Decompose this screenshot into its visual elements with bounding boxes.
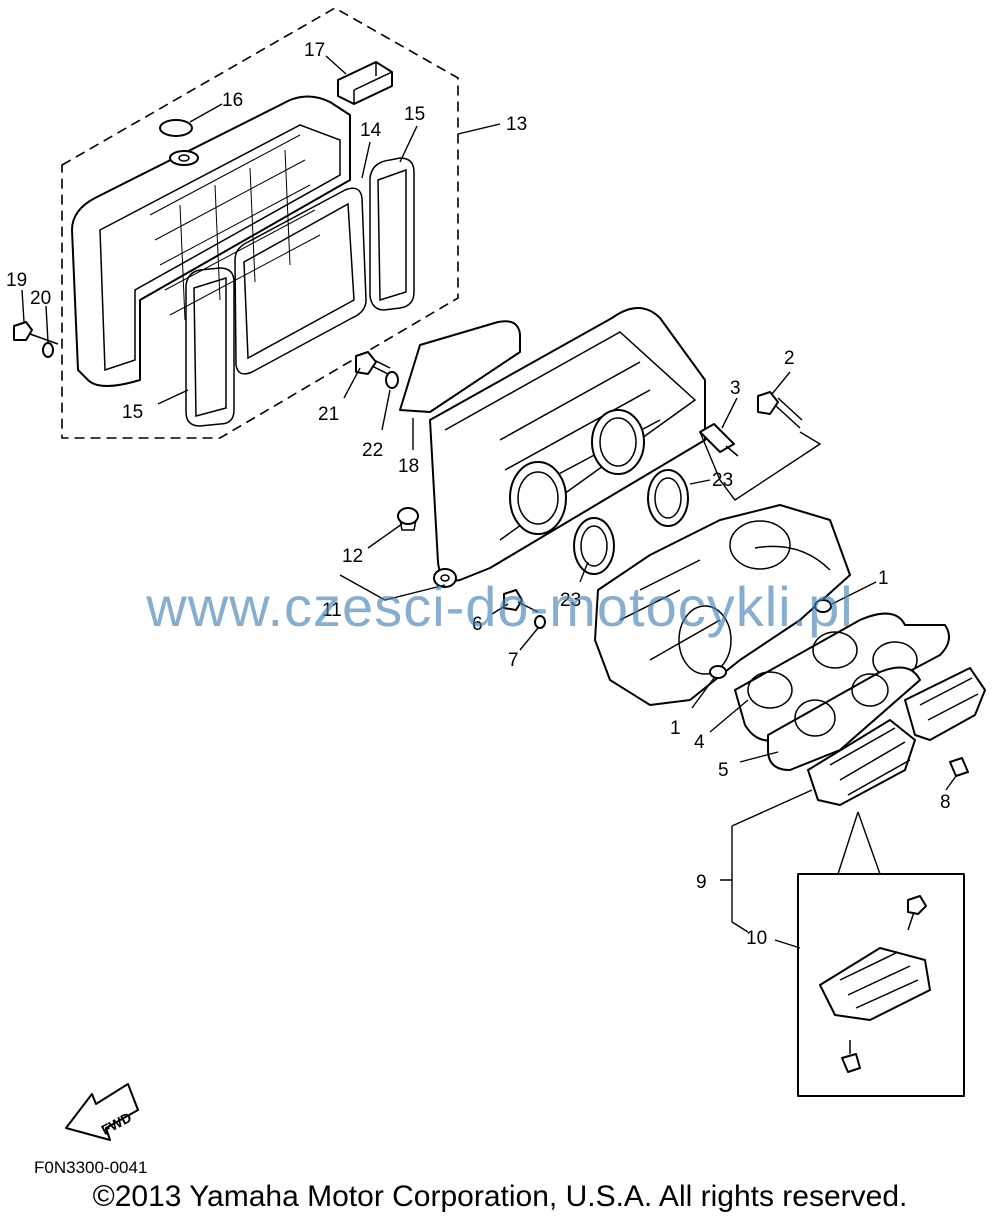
washer-22 <box>385 371 399 389</box>
seal-15-right <box>369 157 415 311</box>
reed-valve-9 <box>807 667 986 806</box>
label-16: 16 <box>222 90 243 111</box>
bolt-6 <box>503 589 539 613</box>
fwd-arrow-icon: FWD <box>65 1083 139 1141</box>
grommet-16 <box>159 119 199 166</box>
label-21: 21 <box>318 404 339 425</box>
watermark-text: www.czesci-do-motocykli.pl <box>146 575 854 638</box>
pin-8 <box>949 757 969 777</box>
connector-17 <box>337 61 393 105</box>
label-18: 18 <box>398 456 419 477</box>
label-17: 17 <box>304 40 325 61</box>
label-22: 22 <box>362 440 383 461</box>
label-20: 20 <box>30 288 51 309</box>
assembly-13-dashed-boundary <box>61 7 459 439</box>
label-3: 3 <box>730 378 741 399</box>
clamp-1-lower <box>709 665 727 679</box>
damper-12 <box>397 507 419 531</box>
screw-19 <box>13 321 59 345</box>
label-12: 12 <box>342 546 363 567</box>
washer-7 <box>534 615 546 629</box>
label-11: 11 <box>322 600 342 621</box>
label-13: 13 <box>506 114 527 135</box>
diagram-code: F0N3300-0041 <box>34 1158 148 1177</box>
clamp-1-upper <box>814 599 832 613</box>
label-15-top: 15 <box>404 104 425 125</box>
leader-lines <box>21 55 957 949</box>
washer-20 <box>42 342 54 358</box>
label-7: 7 <box>508 650 519 671</box>
label-14: 14 <box>360 120 382 141</box>
bolt-21 <box>355 351 391 375</box>
label-1-lower: 1 <box>670 718 681 739</box>
label-10: 10 <box>746 928 767 949</box>
label-23-lower: 23 <box>560 590 581 611</box>
throttle-body <box>594 504 851 706</box>
label-1-upper: 1 <box>878 568 889 589</box>
label-6: 6 <box>472 614 483 635</box>
label-5: 5 <box>718 760 729 781</box>
plate-18 <box>399 320 521 413</box>
airbox-cover <box>71 95 351 387</box>
seal-15-left <box>185 267 235 427</box>
label-23-upper: 23 <box>712 470 733 491</box>
gasket-4 <box>734 612 950 742</box>
label-2: 2 <box>784 348 795 369</box>
copyright-notice: ©2013 Yamaha Motor Corporation, U.S.A. A… <box>92 1180 908 1213</box>
part-labels: 17 16 13 14 15 15 19 20 21 22 18 2 3 23 … <box>6 40 951 949</box>
label-4: 4 <box>694 732 705 753</box>
label-19: 19 <box>6 270 27 291</box>
collar-3 <box>699 423 739 457</box>
intake-silencer <box>429 307 706 582</box>
label-9: 9 <box>696 872 707 893</box>
gasket-14 <box>234 187 367 375</box>
collar-11 <box>433 568 457 588</box>
label-15-bottom: 15 <box>122 402 143 423</box>
reed-valve-detail-10 <box>819 895 931 1073</box>
bolt-2 <box>757 391 803 429</box>
label-8: 8 <box>940 792 951 813</box>
